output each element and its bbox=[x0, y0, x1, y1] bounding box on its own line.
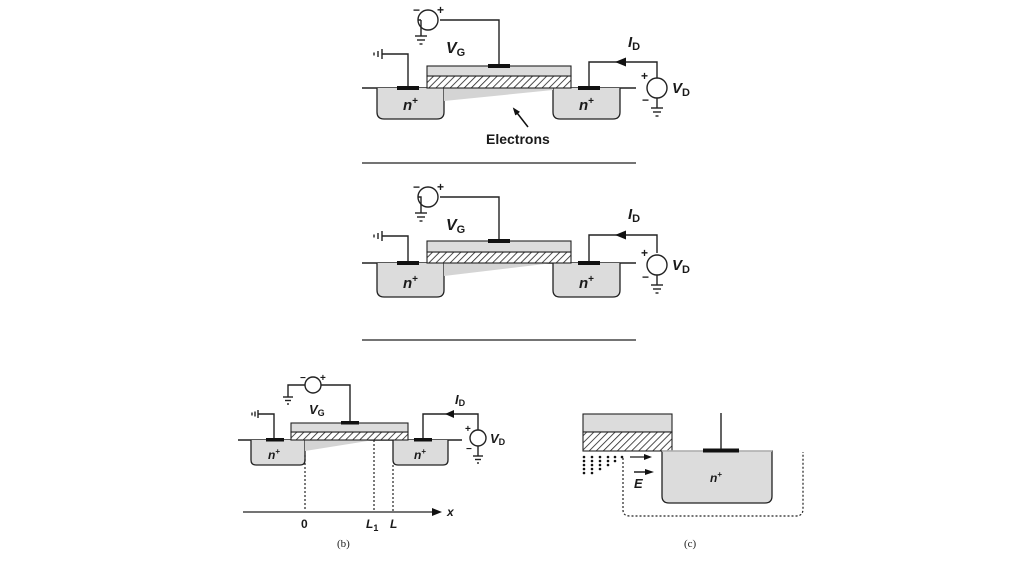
drain-current-label: ID bbox=[628, 206, 640, 225]
electrons-annotation: Electrons bbox=[486, 131, 550, 147]
source-contact bbox=[397, 86, 419, 90]
drain-well bbox=[392, 440, 449, 466]
electron-drift-arrowhead-icon bbox=[644, 454, 652, 460]
drain-contact bbox=[414, 438, 432, 442]
gate-oxide bbox=[582, 431, 673, 452]
drain-region-label: n+ bbox=[710, 470, 722, 485]
gate-oxide bbox=[426, 251, 572, 264]
gate-ground-icon bbox=[283, 396, 293, 405]
drain-voltage-source-icon bbox=[469, 429, 487, 447]
drain-contact bbox=[578, 86, 600, 90]
pinched-channel bbox=[305, 440, 374, 451]
drain-contact bbox=[703, 448, 739, 453]
source-ground-icon bbox=[373, 231, 383, 241]
caption-c: (c) bbox=[684, 538, 697, 550]
tick-label-0: 0 bbox=[301, 517, 308, 531]
drain-current-label: ID bbox=[455, 392, 466, 408]
drain-current-label: ID bbox=[628, 34, 640, 53]
drain-ground-icon bbox=[651, 284, 663, 294]
drain-source-plus: + bbox=[465, 424, 471, 435]
x-axis-arrow-icon bbox=[432, 508, 442, 516]
field-vector-arrowhead-icon bbox=[645, 469, 654, 475]
source-wire bbox=[258, 413, 275, 438]
drain-voltage-source-icon bbox=[646, 254, 668, 276]
gate-electrode bbox=[582, 413, 673, 433]
drain-well bbox=[552, 88, 621, 120]
drain-ground-icon bbox=[473, 455, 483, 464]
gate-wire bbox=[321, 384, 351, 421]
pinched-channel bbox=[444, 263, 553, 276]
source-contact bbox=[266, 438, 284, 442]
drain-region-label: n+ bbox=[579, 274, 594, 292]
panel-c: E n+ (c) bbox=[582, 413, 804, 550]
gate-voltage-label: VG bbox=[446, 40, 465, 59]
current-arrow-icon bbox=[615, 57, 626, 67]
depletion-boundary bbox=[622, 452, 804, 517]
gate-wire bbox=[440, 19, 500, 64]
electrons-pointer-icon bbox=[512, 107, 529, 128]
gate-ground-icon bbox=[415, 35, 427, 45]
source-well bbox=[250, 440, 306, 466]
current-arrow-icon bbox=[615, 230, 626, 240]
drain-voltage-source-icon bbox=[646, 77, 668, 99]
drain-voltage-label: VD bbox=[490, 431, 506, 447]
gate-voltage-source-icon bbox=[304, 376, 322, 394]
source-region-label: n+ bbox=[268, 447, 280, 462]
gate-source-minus: − bbox=[413, 3, 420, 17]
electron-dots bbox=[582, 455, 624, 475]
gate-contact bbox=[341, 421, 359, 425]
gate-contact bbox=[488, 64, 510, 68]
source-region-label: n+ bbox=[403, 274, 418, 292]
drain-source-minus: − bbox=[466, 444, 472, 455]
drain-ground-icon bbox=[651, 107, 663, 117]
drain-well bbox=[661, 450, 773, 504]
gate-source-minus: − bbox=[300, 373, 306, 384]
tick-label-L1: L1 bbox=[366, 517, 378, 533]
gate-source-plus: + bbox=[437, 3, 444, 17]
panel-middle: − + VG ID + − VD n+ n+ bbox=[362, 180, 690, 298]
gate-source-wire bbox=[287, 384, 305, 397]
drain-voltage-label: VD bbox=[672, 257, 690, 276]
gate-wire bbox=[440, 196, 500, 239]
drain-source-minus: − bbox=[642, 93, 649, 107]
field-label: E bbox=[634, 476, 643, 491]
gate-source-plus: + bbox=[437, 180, 444, 194]
caption-b: (b) bbox=[337, 538, 350, 550]
drain-source-plus: + bbox=[641, 246, 648, 260]
drain-well bbox=[552, 263, 621, 298]
source-wire bbox=[382, 235, 409, 261]
gate-source-wire bbox=[418, 19, 422, 36]
panel-top: − + VG ID + − VD n+ n+ Electrons bbox=[362, 3, 690, 147]
source-contact bbox=[397, 261, 419, 265]
source-region-label: n+ bbox=[403, 96, 418, 114]
gate-source-minus: − bbox=[413, 180, 420, 194]
gate-source-wire bbox=[418, 196, 422, 213]
gate-voltage-label: VG bbox=[309, 402, 325, 418]
drain-region-label: n+ bbox=[579, 96, 594, 114]
x-axis-label: x bbox=[446, 505, 455, 519]
drain-region-label: n+ bbox=[414, 447, 426, 462]
gate-voltage-label: VG bbox=[446, 217, 465, 236]
gate-source-plus: + bbox=[320, 373, 326, 384]
drain-voltage-label: VD bbox=[672, 80, 690, 99]
source-well bbox=[376, 263, 445, 298]
gate-contact bbox=[488, 239, 510, 243]
gate-oxide bbox=[290, 431, 409, 441]
source-wire bbox=[382, 53, 409, 86]
gate-oxide bbox=[426, 75, 572, 89]
tick-label-L: L bbox=[390, 517, 397, 531]
current-arrow-icon bbox=[445, 410, 454, 418]
source-ground-icon bbox=[251, 410, 259, 418]
electron-channel bbox=[444, 88, 553, 101]
source-well bbox=[376, 88, 445, 120]
gate-ground-icon bbox=[415, 212, 427, 222]
drain-source-minus: − bbox=[642, 270, 649, 284]
drain-contact bbox=[578, 261, 600, 265]
source-ground-icon bbox=[373, 49, 383, 59]
drain-source-plus: + bbox=[641, 69, 648, 83]
panel-b: − + VG ID + − VD n+ n+ x 0 L1 L (b) bbox=[238, 373, 506, 550]
